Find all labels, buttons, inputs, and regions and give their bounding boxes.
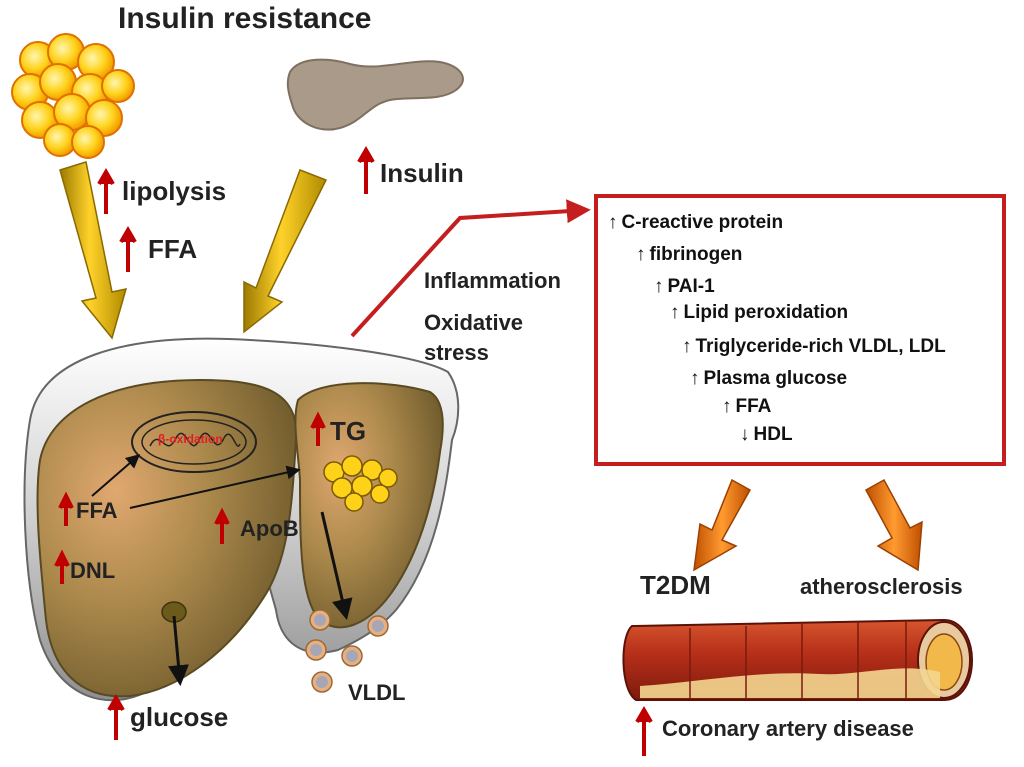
stress-label: stress bbox=[424, 340, 489, 365]
ffa-label: FFA bbox=[148, 234, 198, 264]
panel-item-ffa: ↑FFA bbox=[722, 396, 771, 418]
apob-label: ApoB bbox=[240, 516, 299, 541]
pancreas-to-liver-arrow bbox=[243, 169, 328, 334]
panel-item-fibrinogen-text: fibrinogen bbox=[649, 244, 743, 265]
panel-item-lipid-peroxidation: ↑Lipid peroxidation bbox=[670, 302, 848, 324]
panel-item-fibrinogen-arrow: ↑ bbox=[636, 244, 646, 265]
panel-item-hdl-text: HDL bbox=[753, 424, 793, 445]
liver-right-lobe bbox=[294, 382, 444, 629]
inflammation-label: Inflammation bbox=[424, 268, 561, 293]
panel-to-t2dm-arrow bbox=[693, 478, 752, 572]
diagram-title: Insulin resistance bbox=[118, 2, 372, 35]
insulin-label: Insulin bbox=[380, 158, 464, 188]
liver-to-panel-connector bbox=[350, 199, 591, 338]
pancreas-icon bbox=[286, 58, 464, 131]
panel-item-ffa-arrow: ↑ bbox=[722, 396, 732, 417]
oxidative-label: Oxidative bbox=[424, 310, 524, 335]
panel-item-plasma-glucose-text: Plasma glucose bbox=[703, 368, 848, 389]
panel-item-hdl: ↓HDL bbox=[740, 424, 793, 446]
panel-item-crp: ↑C-reactive protein bbox=[608, 212, 783, 234]
tg-droplets-icon bbox=[323, 455, 398, 512]
panel-item-trg-vldl-ldl: ↑Triglyceride-rich VLDL, LDL bbox=[682, 336, 946, 358]
liver-left-lobe bbox=[36, 378, 298, 698]
panel-item-lipid-peroxidation-arrow: ↑ bbox=[670, 302, 680, 323]
glucose-label: glucose bbox=[130, 702, 229, 732]
beta-oxidation-label: β-oxidation bbox=[158, 432, 223, 446]
liver-to-glucose-arrow bbox=[168, 615, 189, 687]
tg-to-vldl-arrow bbox=[320, 511, 353, 621]
marker-panel-box bbox=[594, 194, 1006, 466]
panel-item-plasma-glucose-arrow: ↑ bbox=[690, 368, 700, 389]
adipose-to-liver-arrow bbox=[59, 161, 128, 340]
artery-illustration bbox=[622, 618, 974, 701]
ffa-to-tg-arrow bbox=[129, 465, 301, 509]
panel-item-plasma-glucose: ↑Plasma glucose bbox=[690, 368, 847, 390]
panel-item-trg-vldl-ldl-arrow: ↑ bbox=[682, 336, 692, 357]
lipolysis-label: lipolysis bbox=[122, 176, 227, 206]
panel-item-pai1: ↑PAI-1 bbox=[654, 276, 715, 298]
t2dm-label: T2DM bbox=[640, 570, 711, 600]
ffa-liver-label: FFA bbox=[76, 498, 118, 523]
atherosclerosis-label: atherosclerosis bbox=[800, 574, 963, 599]
tg-label: TG bbox=[330, 416, 367, 446]
panel-item-trg-vldl-ldl-text: Triglyceride-rich VLDL, LDL bbox=[695, 336, 946, 357]
panel-item-pai1-arrow: ↑ bbox=[654, 276, 664, 297]
panel-to-atherosclerosis-arrow bbox=[864, 478, 923, 572]
panel-item-crp-text: C-reactive protein bbox=[621, 212, 784, 233]
ffa-to-mitochondria-arrow bbox=[91, 454, 141, 497]
adipocyte-cluster-icon bbox=[11, 33, 135, 159]
mitochondrion-icon bbox=[131, 411, 257, 473]
coronary-artery-disease-label: Coronary artery disease bbox=[662, 716, 914, 741]
panel-item-hdl-arrow: ↓ bbox=[740, 424, 750, 445]
panel-item-ffa-text: FFA bbox=[735, 396, 772, 417]
vldl-particles-icon bbox=[305, 609, 389, 693]
dnl-label: DNL bbox=[70, 558, 116, 583]
panel-item-lipid-peroxidation-text: Lipid peroxidation bbox=[683, 302, 849, 323]
increase-arrows bbox=[54, 146, 653, 756]
panel-item-crp-arrow: ↑ bbox=[608, 212, 618, 233]
panel-item-pai1-text: PAI-1 bbox=[667, 276, 715, 297]
panel-item-fibrinogen: ↑fibrinogen bbox=[636, 244, 742, 266]
vldl-label: VLDL bbox=[348, 680, 406, 705]
